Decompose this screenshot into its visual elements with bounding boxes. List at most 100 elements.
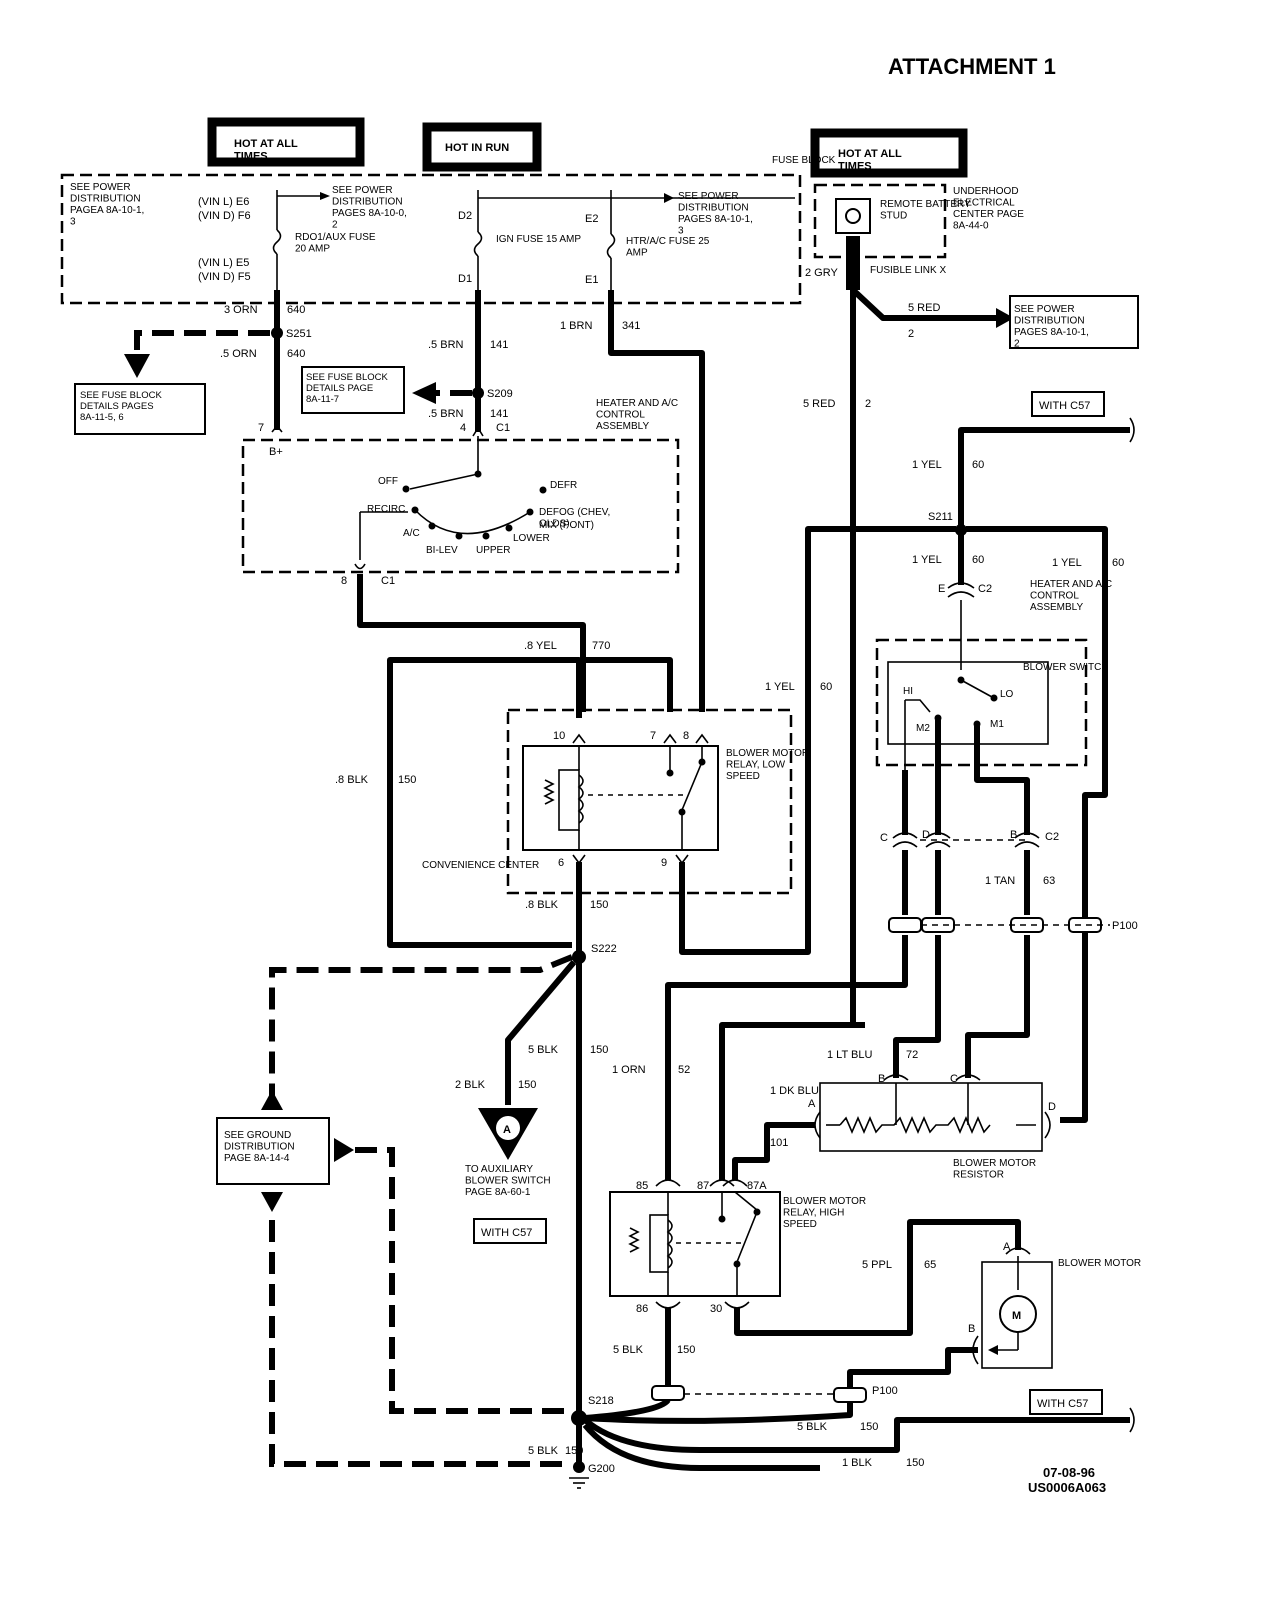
- wire-label-640-a: 640: [287, 304, 305, 316]
- wire-label-05-brn-b: .5 BRN: [428, 408, 464, 420]
- wire-label-5-red-a: 5 RED: [908, 302, 940, 314]
- wire-label-2-a: 2: [908, 328, 914, 340]
- svg-text:WITH C57: WITH C57: [481, 1227, 532, 1239]
- hvac-lower: LOWER: [513, 533, 550, 544]
- wire-label-08-yel: .8 YEL: [524, 640, 557, 652]
- wire-label-640-b: 640: [287, 348, 305, 360]
- c57-bottom-connector: [1129, 1407, 1135, 1433]
- blower-motor-resistor: [814, 1074, 1051, 1152]
- hvac-mode-switch: [359, 436, 547, 560]
- blower-motor-m: M: [1012, 1310, 1021, 1322]
- wire-150-relay-ground-2: [584, 1397, 671, 1421]
- wire-72: [893, 935, 941, 1078]
- relay-high-pin-87a: 87A: [747, 1180, 767, 1192]
- wire-770-branch: [583, 657, 673, 712]
- hvac-pin7-connector: [271, 424, 283, 433]
- relay-low-pin-10: 10: [553, 730, 565, 742]
- vin-d-f6: (VIN D) F6: [198, 210, 251, 222]
- hvac-control-outline: [241, 438, 680, 574]
- wire-label-150-h: 150: [906, 1457, 924, 1469]
- wire-label-5-ppl: 5 PPL: [862, 1259, 892, 1271]
- wire-label-1-tan: 1 TAN: [985, 875, 1015, 887]
- wire-label-1-yel-b: 1 YEL: [912, 459, 942, 471]
- vin-l-e5: (VIN L) E5: [198, 257, 249, 269]
- wire-label-60-d: 60: [1112, 557, 1124, 569]
- wire-label-1-brn: 1 BRN: [560, 320, 592, 332]
- wire-2-to-87: [719, 1022, 853, 1180]
- wire-label-141-a: 141: [490, 339, 508, 351]
- relay-high-contacts: [718, 1191, 761, 1296]
- splice-s251: [271, 327, 283, 339]
- splice-g200-label: G200: [588, 1463, 615, 1475]
- aux-a-label: A: [503, 1124, 511, 1136]
- hvac-bilev: BI-LEV: [426, 545, 458, 556]
- blower-switch-outline: [875, 638, 1088, 767]
- wire-60-relay: [679, 526, 956, 955]
- fuse-rdo1-icon: [272, 229, 282, 255]
- wire-label-08-blk-b: .8 BLK: [525, 899, 559, 911]
- hvac-ac: A/C: [403, 528, 420, 539]
- relay-high-bottom-connectors: [655, 1301, 750, 1309]
- pin-d2: D2: [458, 210, 472, 222]
- wire-label-5-red-b: 5 RED: [803, 398, 835, 410]
- s209-dashed-ref: [412, 382, 472, 404]
- splice-s209-label: S209: [487, 388, 513, 400]
- p100-bottom-label: P100: [872, 1385, 898, 1397]
- wire-label-72: 72: [906, 1049, 918, 1061]
- blower-motor-label: BLOWER MOTOR: [1058, 1258, 1141, 1269]
- wire-65: [734, 1219, 1021, 1336]
- s251-dashed-ref: [124, 330, 270, 378]
- c57-top-connector: [1129, 417, 1135, 443]
- wire-label-150-a: 150: [398, 774, 416, 786]
- fuse-block-label: FUSE BLOCK: [772, 155, 836, 166]
- svg-text:HOT IN RUN: HOT IN RUN: [445, 142, 509, 154]
- page-title: ATTACHMENT 1: [888, 54, 1056, 79]
- wire-150-motor-ground: [584, 1347, 978, 1424]
- hvac-defog: DEFOG (CHEV,OLDS): [539, 507, 610, 530]
- wire-label-341: 341: [622, 320, 640, 332]
- hvac-recirc: RECIRC: [367, 504, 405, 515]
- wire-label-52: 52: [678, 1064, 690, 1076]
- pin-e2: E2: [585, 213, 598, 225]
- wire-63: [965, 935, 1030, 1078]
- relay-high-coil-icon: [628, 1192, 742, 1296]
- wire-2-red: [846, 236, 1014, 1028]
- blower-motor: [972, 1247, 1053, 1369]
- diagram-date: 07-08-96: [1043, 1465, 1095, 1480]
- hvac-c2-bottom: C2: [1045, 831, 1059, 843]
- hot-in-run-box: HOT IN RUN: [422, 122, 542, 172]
- wire-60-right: [966, 526, 1108, 1123]
- wire-label-1-yel-d: 1 YEL: [1052, 557, 1082, 569]
- wire-label-60-c: 60: [972, 554, 984, 566]
- pin-d1: D1: [458, 273, 472, 285]
- blower-switch-contacts: [904, 676, 998, 770]
- wire-label-63: 63: [1043, 875, 1055, 887]
- fuse-ign-icon: [473, 231, 483, 257]
- resistor-pin-a: A: [808, 1098, 816, 1110]
- switch-output-wires: [892, 720, 1040, 915]
- splice-s222-label: S222: [591, 943, 617, 955]
- splice-s211-label: S211: [928, 511, 953, 523]
- wire-label-65: 65: [924, 1259, 936, 1271]
- vin-d-f5: (VIN D) F5: [198, 271, 251, 283]
- wire-52: [665, 935, 908, 1180]
- hvac-pin-8: 8: [341, 575, 347, 587]
- relay-low-pin-9: 9: [661, 857, 667, 869]
- relay-low-pin-6: 6: [558, 857, 564, 869]
- fuse-htr-icon: [606, 233, 616, 259]
- underhood-outline: [813, 183, 947, 259]
- hvac-mix: MIX (PONT): [539, 520, 594, 531]
- hvac-defr: DEFR: [550, 480, 577, 491]
- splice-s251-label: S251: [286, 328, 312, 340]
- wire-150-g200: [582, 1423, 820, 1471]
